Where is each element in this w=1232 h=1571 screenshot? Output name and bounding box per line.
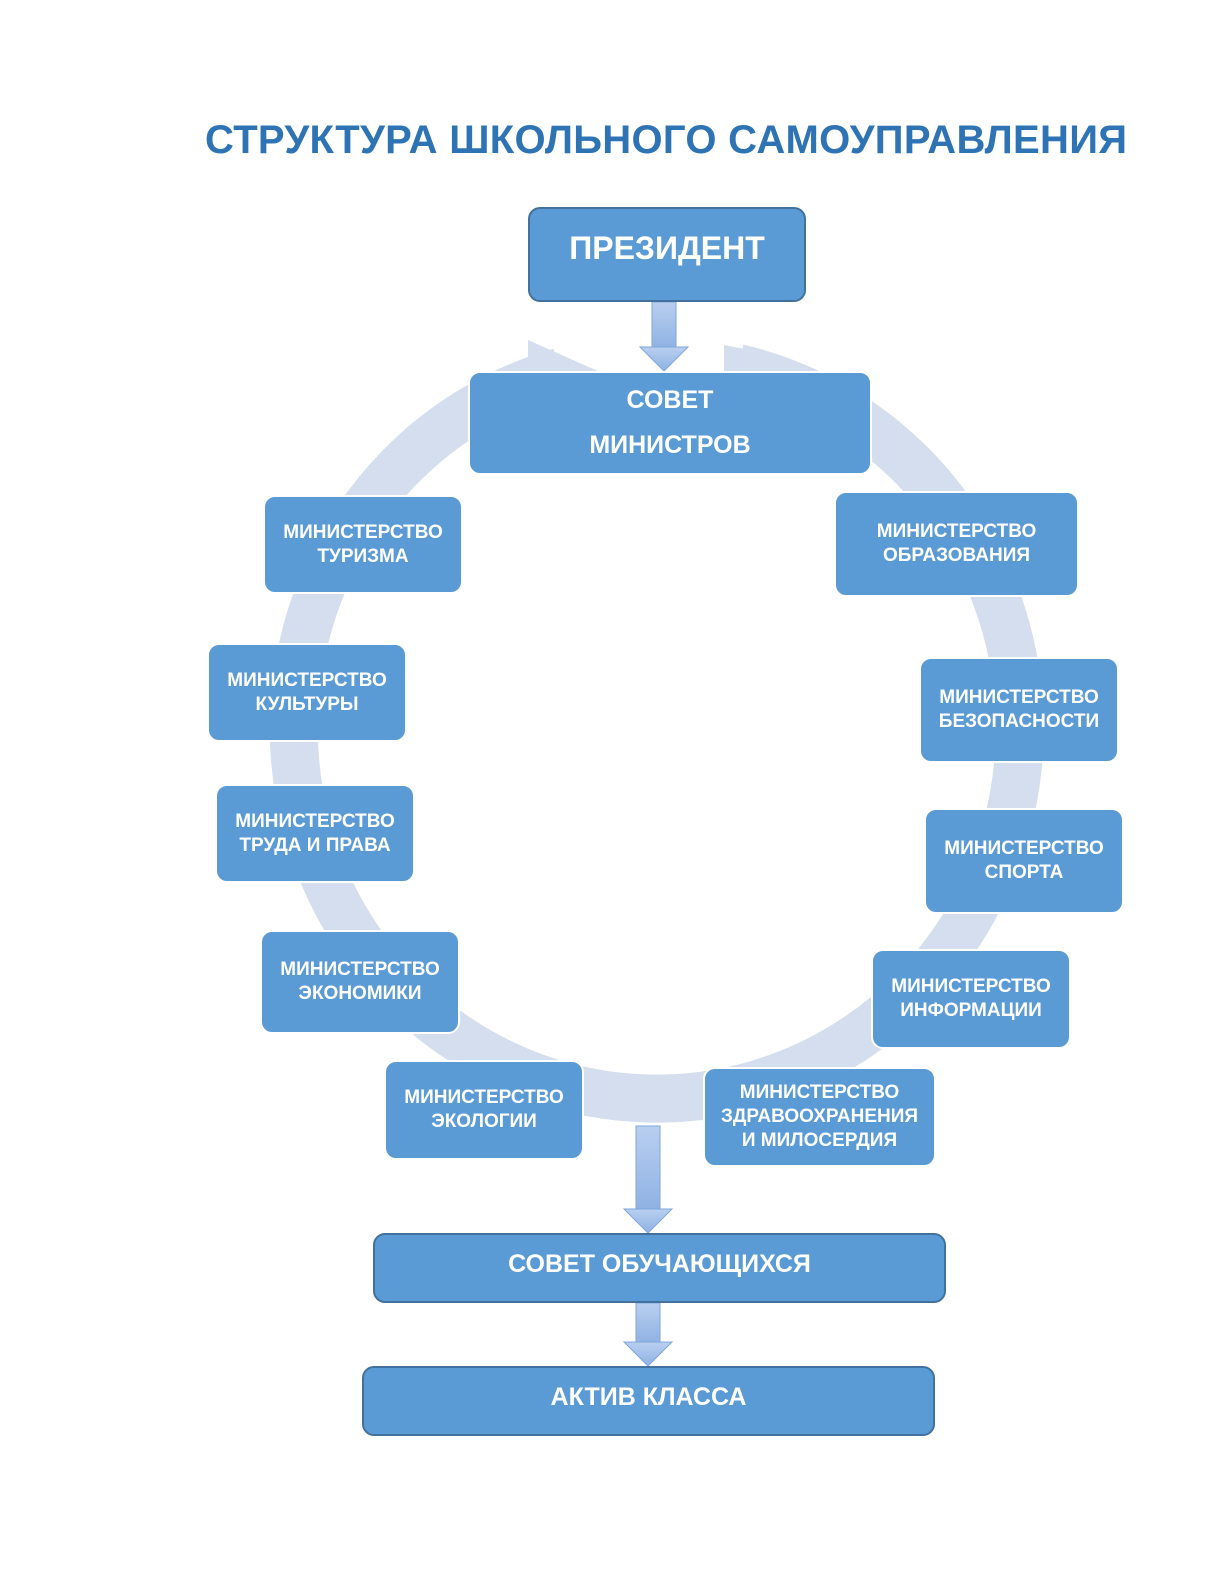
ministry-health-charity-box: МИНИСТЕРСТВО ЗДРАВООХРАНЕНИЯ И МИЛОСЕРДИ… [703, 1067, 936, 1167]
ministry-culture-box: МИНИСТЕРСТВО КУЛЬТУРЫ [207, 643, 407, 742]
students-council-label: СОВЕТ ОБУЧАЮЩИХСЯ [508, 1250, 811, 1279]
president-box: ПРЕЗИДЕНТ [528, 207, 806, 302]
council-of-ministers-label: СОВЕТ МИНИСТРОВ [589, 386, 751, 459]
diagram-title: СТРУКТУРА ШКОЛЬНОГО САМОУПРАВЛЕНИЯ [205, 118, 1128, 162]
ministry-health-charity-label: МИНИСТЕРСТВО ЗДРАВООХРАНЕНИЯ И МИЛОСЕРДИ… [720, 1082, 919, 1151]
council-of-ministers-box: СОВЕТ МИНИСТРОВ [468, 371, 872, 475]
ministry-ecology-box: МИНИСТЕРСТВО ЭКОЛОГИИ [384, 1060, 584, 1160]
arrow-president-to-council [638, 301, 690, 372]
arrow-students-council-to-class-activists [622, 1302, 674, 1367]
ministry-economy-box: МИНИСТЕРСТВО ЭКОНОМИКИ [260, 930, 460, 1034]
ministry-labor-law-label: МИНИСТЕРСТВО ТРУДА И ПРАВА [235, 810, 395, 856]
class-activists-label: АКТИВ КЛАССА [550, 1383, 747, 1412]
ministry-security-box: МИНИСТЕРСТВО БЕЗОПАСНОСТИ [919, 657, 1119, 763]
ministry-education-box: МИНИСТЕРСТВО ОБРАЗОВАНИЯ [834, 491, 1079, 597]
ministry-sport-label: МИНИСТЕРСТВО СПОРТА [944, 838, 1104, 883]
ministry-information-box: МИНИСТЕРСТВО ИНФОРМАЦИИ [871, 949, 1071, 1049]
ministry-sport-box: МИНИСТЕРСТВО СПОРТА [924, 808, 1124, 914]
ministry-security-label: МИНИСТЕРСТВО БЕЗОПАСНОСТИ [938, 687, 1100, 732]
ministry-economy-label: МИНИСТЕРСТВО ЭКОНОМИКИ [280, 959, 440, 1004]
ministry-ecology-label: МИНИСТЕРСТВО ЭКОЛОГИИ [404, 1087, 564, 1132]
ministry-culture-label: МИНИСТЕРСТВО КУЛЬТУРЫ [227, 669, 387, 715]
ministry-education-label: МИНИСТЕРСТВО ОБРАЗОВАНИЯ [876, 521, 1037, 566]
ministry-labor-law-box: МИНИСТЕРСТВО ТРУДА И ПРАВА [215, 784, 415, 883]
arrow-ministries-to-students-council [622, 1125, 674, 1234]
ministry-tourism-label: МИНИСТЕРСТВО ТУРИЗМА [283, 521, 443, 567]
class-activists-box: АКТИВ КЛАССА [362, 1366, 935, 1436]
ministry-tourism-box: МИНИСТЕРСТВО ТУРИЗМА [263, 495, 463, 594]
ministry-information-label: МИНИСТЕРСТВО ИНФОРМАЦИИ [891, 976, 1051, 1021]
president-label: ПРЕЗИДЕНТ [569, 229, 765, 266]
students-council-box: СОВЕТ ОБУЧАЮЩИХСЯ [373, 1233, 946, 1303]
